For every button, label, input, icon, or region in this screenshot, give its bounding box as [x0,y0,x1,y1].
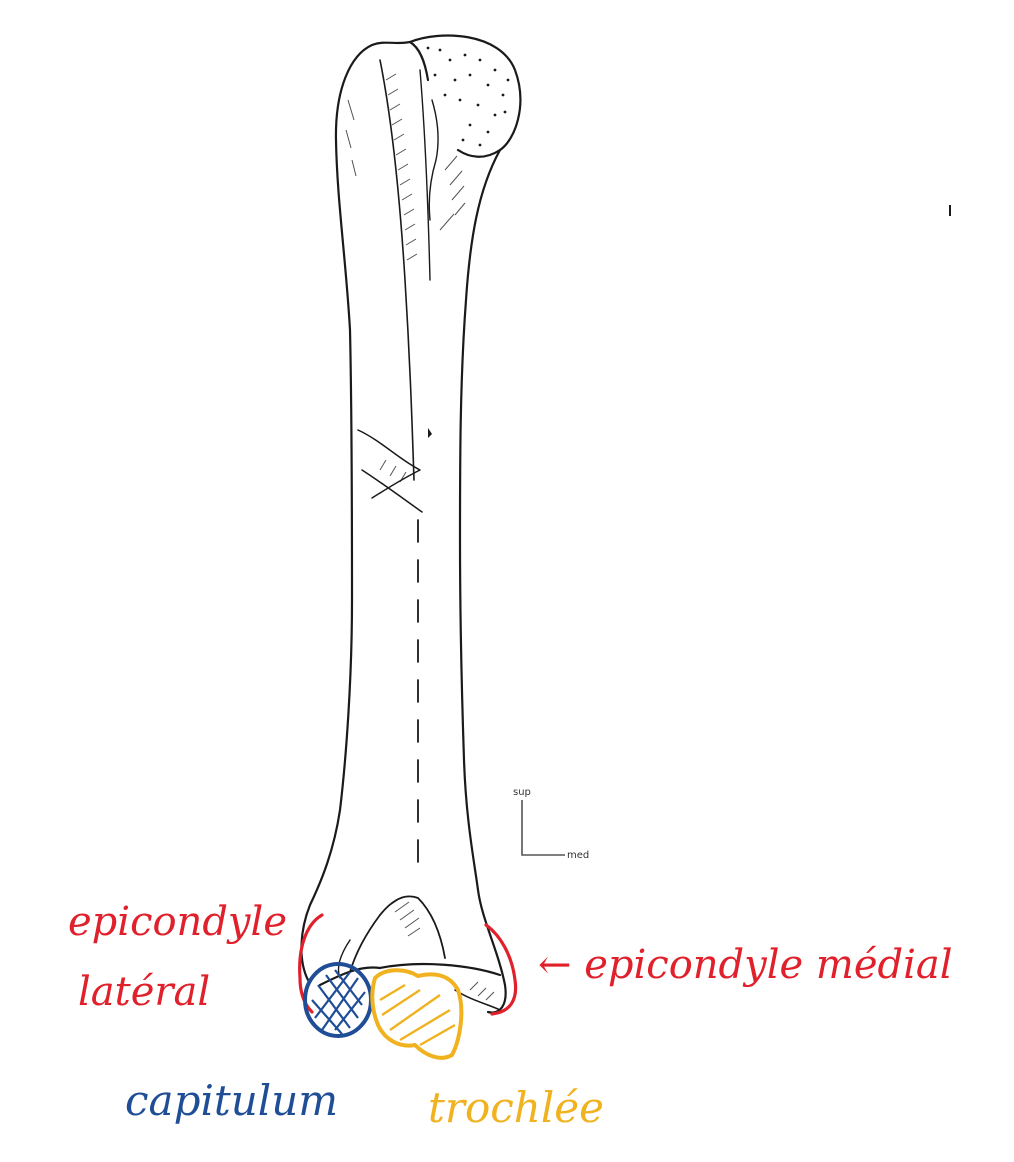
humerus-bone [300,34,522,1014]
orientation-marker: sup med [513,787,589,861]
orientation-sup-label: sup [513,787,531,798]
medial-epicondyle-outline [484,923,518,1016]
medial-epicondyle-label: ← epicondyle médial [538,942,953,988]
capitulum-label: capitulum [125,1076,338,1125]
humeral-head-stipple [426,46,510,147]
lateral-epicondyle-label-line1: epicondyle [68,899,287,945]
capitulum-shape [303,962,373,1038]
trochlea-shape [370,968,464,1060]
bone-shading [345,73,495,1001]
trochlea-label: trochlée [428,1083,604,1132]
lateral-epicondyle-label-line2: latéral [78,969,210,1015]
orientation-med-label: med [567,850,589,861]
nutrient-foramen [428,428,432,438]
